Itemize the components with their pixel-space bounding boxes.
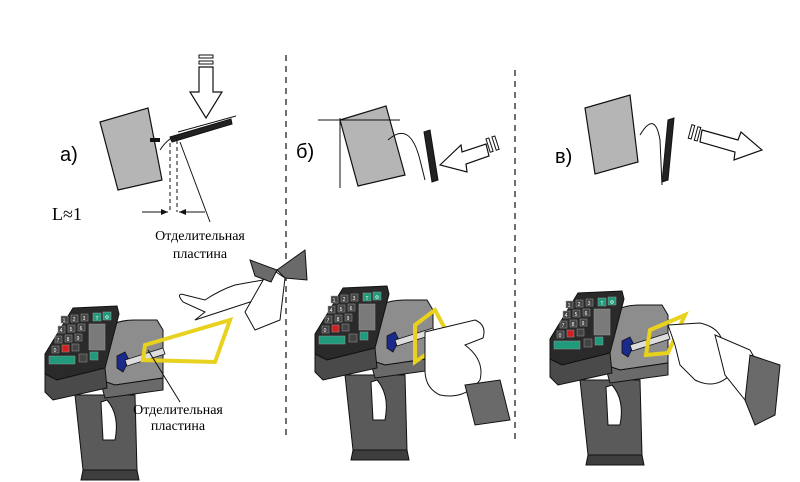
- device-schematic: [99, 107, 163, 191]
- yellow-plate-a: [140, 316, 234, 365]
- printer-photo-c: [549, 290, 781, 466]
- panel-letter-a: а): [60, 144, 78, 166]
- panel-letter-b: б): [296, 141, 314, 163]
- panel-letter-c: в): [555, 146, 572, 168]
- panel-b: б): [296, 105, 511, 461]
- right-arrow-icon: [687, 124, 764, 161]
- separator-plate-schematic: [169, 118, 233, 143]
- separator-label-top-line2: пластина: [173, 247, 228, 262]
- separator-label-bottom-line1: Отделительная: [133, 403, 223, 418]
- separator-label-bottom-line2: пластина: [151, 419, 206, 434]
- separator-label-top-line1: Отделительная: [155, 229, 245, 244]
- leader-line: [179, 141, 211, 223]
- hand-b: [424, 319, 485, 397]
- printer-photo-a: [44, 249, 308, 481]
- panel-a: а) L≈1 Отделительная пластина: [44, 54, 308, 481]
- yellow-plate-c: [643, 311, 689, 358]
- left-arrow-icon: [438, 135, 500, 173]
- dimension-label: L≈1: [52, 204, 82, 224]
- device-schematic-b: [339, 105, 406, 187]
- down-arrow-icon: [188, 54, 224, 120]
- device-schematic-c: [584, 94, 639, 175]
- panel-c: в): [549, 94, 781, 466]
- printer-photo-b: [314, 285, 511, 461]
